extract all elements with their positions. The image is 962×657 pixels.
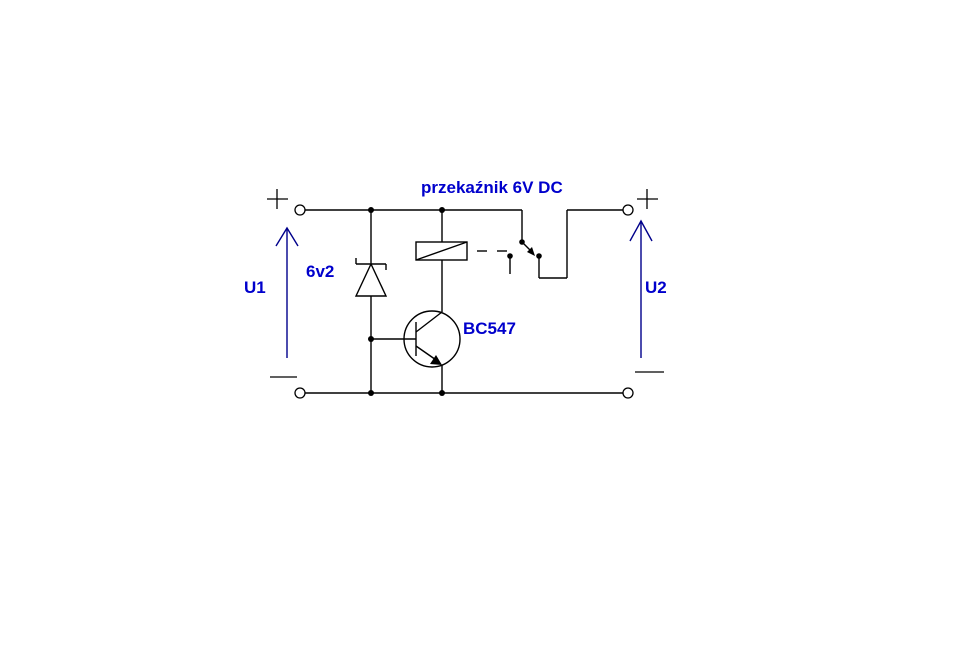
junction-node — [439, 390, 445, 396]
output-voltage-label: U2 — [645, 278, 667, 297]
transistor-npn — [403, 310, 461, 393]
junction-node — [368, 336, 374, 342]
junction-node — [439, 207, 445, 213]
relay-contact — [507, 209, 623, 279]
transistor-label: BC547 — [463, 319, 516, 338]
input-voltage-label: U1 — [244, 278, 266, 297]
relay-label: przekaźnik 6V DC — [421, 178, 563, 197]
output-voltage-arrow — [629, 219, 653, 358]
junction-node — [368, 390, 374, 396]
input-voltage-arrow — [275, 226, 299, 358]
plus-sign-output — [637, 189, 658, 209]
junction-node — [368, 207, 374, 213]
zener-label: 6v2 — [306, 262, 334, 281]
input-terminal-negative — [294, 387, 306, 399]
zener-diode — [354, 210, 388, 393]
input-terminal-positive — [294, 204, 306, 216]
plus-sign-input — [267, 189, 288, 209]
output-terminal-negative — [622, 387, 634, 399]
relay-coil — [415, 210, 468, 312]
output-terminal-positive — [622, 204, 634, 216]
